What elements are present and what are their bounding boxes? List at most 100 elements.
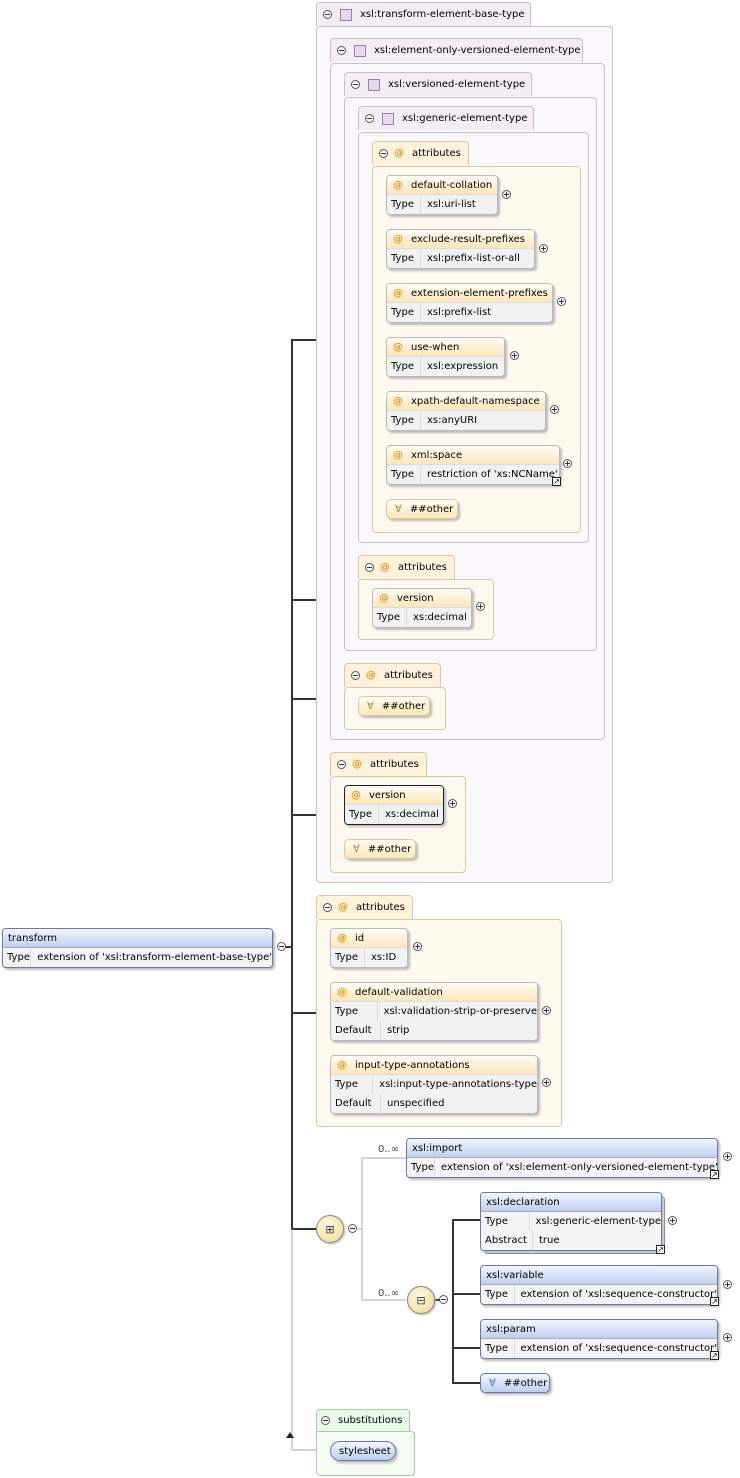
expand-icon[interactable] — [413, 942, 422, 951]
expand-icon[interactable] — [550, 405, 559, 414]
attribute-name: default-collation — [411, 179, 493, 191]
tab-element-only[interactable]: xsl:element-only-versioned-element-type — [330, 38, 583, 62]
choice-compositor-icon[interactable]: ⊟ — [407, 1286, 435, 1314]
type-label: Type — [3, 948, 32, 967]
collapse-icon[interactable] — [348, 1224, 357, 1233]
expand-icon[interactable] — [557, 297, 566, 306]
attribute-type: xs:decimal — [413, 612, 467, 623]
reference-arrow-icon[interactable]: ↗ — [710, 1351, 719, 1360]
reference-arrow-icon[interactable]: ↗ — [656, 1245, 665, 1254]
tab-attributes-base-type[interactable]: @ attributes — [330, 752, 427, 776]
collapse-icon[interactable] — [351, 80, 360, 89]
element-name: xsl:param — [481, 1320, 717, 1339]
expand-icon[interactable] — [723, 1152, 732, 1161]
expand-icon[interactable] — [723, 1280, 732, 1289]
collapse-icon[interactable] — [379, 149, 388, 158]
tab-substitutions[interactable]: substitutions — [316, 1409, 410, 1431]
attribute-type: xs:decimal — [385, 809, 439, 820]
expand-icon[interactable] — [448, 799, 457, 808]
tab-attributes-generic[interactable]: @ attributes — [372, 141, 469, 165]
expand-icon[interactable] — [563, 459, 572, 468]
attribute-name: xpath-default-namespace — [411, 395, 540, 407]
tab-attributes-versioned[interactable]: @ attributes — [358, 555, 455, 579]
element-name: xsl:variable — [481, 1266, 717, 1285]
any-element-label: ##other — [503, 1377, 548, 1389]
substitution-name: stylesheet — [339, 1445, 391, 1457]
attribute-type: xsl:input-type-annotations-type — [379, 1079, 537, 1090]
type-label: Type — [387, 411, 421, 430]
expand-icon[interactable] — [539, 244, 548, 253]
expand-icon[interactable] — [510, 351, 519, 360]
attribute-icon: @ — [393, 449, 403, 461]
type-label: Type — [331, 1002, 378, 1021]
complex-type-icon — [354, 44, 366, 57]
collapse-icon[interactable] — [365, 563, 374, 572]
complex-type-icon — [368, 78, 380, 91]
expand-icon[interactable] — [723, 1333, 732, 1342]
any-attribute-other[interactable]: ∀ ##other — [344, 839, 416, 859]
collapse-icon[interactable] — [277, 942, 286, 951]
collapse-icon[interactable] — [337, 760, 346, 769]
any-attribute-label: ##other — [409, 503, 454, 515]
attributes-label: attributes — [398, 562, 447, 573]
type-label: Type — [387, 465, 421, 484]
element-type: extension of 'xsl:element-only-versioned… — [440, 1162, 718, 1173]
tab-attributes-transform[interactable]: @ attributes — [316, 895, 413, 919]
any-element-other[interactable]: ∀ ##other — [480, 1373, 550, 1393]
collapse-icon[interactable] — [323, 10, 332, 19]
attribute-icon: @ — [338, 902, 348, 913]
collapse-icon[interactable] — [323, 903, 332, 912]
collapse-icon[interactable] — [439, 1295, 448, 1304]
attribute-icon: @ — [352, 759, 362, 770]
collapse-icon[interactable] — [351, 671, 360, 680]
attribute-icon: @ — [379, 592, 389, 604]
any-attribute-other[interactable]: ∀ ##other — [386, 499, 458, 519]
element-name: xsl:import — [407, 1139, 717, 1158]
collapse-icon[interactable] — [365, 114, 374, 123]
expand-icon[interactable] — [668, 1216, 677, 1225]
expand-icon[interactable] — [542, 1006, 551, 1015]
expand-icon[interactable] — [542, 1078, 551, 1087]
tab-versioned[interactable]: xsl:versioned-element-type — [344, 72, 532, 96]
tab-base-type[interactable]: xsl:transform-element-base-type — [316, 2, 531, 26]
reference-arrow-icon[interactable]: ↗ — [710, 1297, 719, 1306]
attributes-label: attributes — [412, 148, 461, 159]
reference-arrow-icon[interactable]: ↗ — [552, 477, 561, 486]
attribute-type: xs:anyURI — [427, 415, 478, 426]
collapse-icon[interactable] — [321, 1416, 330, 1425]
element-type: extension of 'xsl:sequence-constructor' — [520, 1343, 718, 1354]
any-attribute-other[interactable]: ∀ ##other — [358, 696, 430, 716]
tab-attributes-element-only[interactable]: @ attributes — [344, 663, 441, 687]
expand-icon[interactable] — [502, 190, 511, 199]
any-attribute-icon: ∀ — [367, 700, 374, 712]
reference-arrow-icon[interactable]: ↗ — [710, 1170, 719, 1179]
attribute-type: xs:ID — [371, 952, 397, 963]
substitution-stylesheet[interactable]: stylesheet — [330, 1441, 396, 1461]
any-attribute-label: ##other — [381, 700, 426, 712]
attribute-name: input-type-annotations — [355, 1059, 470, 1071]
attribute-name: default-validation — [355, 986, 443, 998]
sequence-compositor-icon[interactable]: ⊞ — [316, 1215, 344, 1243]
collapse-icon[interactable] — [337, 46, 346, 55]
expand-icon[interactable] — [476, 602, 485, 611]
tab-generic[interactable]: xsl:generic-element-type — [358, 106, 534, 130]
frame-title: xsl:generic-element-type — [402, 113, 528, 124]
substitutions-label: substitutions — [338, 1415, 403, 1426]
attribute-icon: @ — [337, 986, 347, 998]
